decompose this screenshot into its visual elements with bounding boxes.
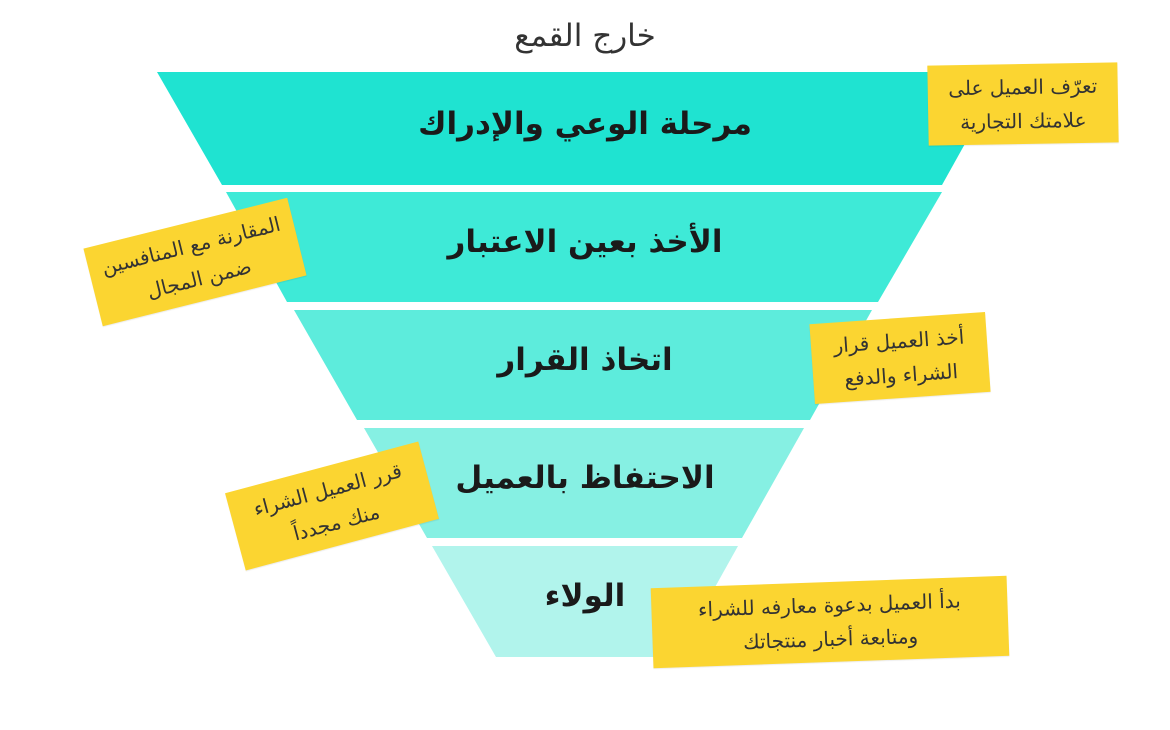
sticky-note-awareness-line1: تعرّف العميل على xyxy=(948,73,1098,101)
stage-2-label: الأخذ بعين الاعتبار xyxy=(447,224,723,260)
funnel-stage-2-shape xyxy=(226,192,942,302)
sticky-note-awareness: تعرّف العميل على علامتك التجارية xyxy=(927,62,1119,146)
funnel-stage-1-shape xyxy=(157,72,1005,185)
stage-1-label: مرحلة الوعي والإدراك xyxy=(418,106,752,142)
funnel-stage-3-shape xyxy=(294,310,872,420)
sticky-note-decision: أخذ العميل قرار الشراء والدفع xyxy=(809,311,991,405)
stage-4-label: الاحتفاظ بالعميل xyxy=(455,460,715,496)
sticky-note-awareness-line2: علامتك التجارية xyxy=(959,107,1087,135)
stage-3-label: اتخاذ القرار xyxy=(497,342,673,378)
funnel-top-label: خارج القمع xyxy=(514,18,656,54)
funnel-stage-4-shape xyxy=(364,428,804,538)
sticky-note-loyalty: بدأ العميل بدعوة معارفه للشراء ومتابعة أ… xyxy=(650,575,1010,669)
stage-5-label: الولاء xyxy=(544,578,626,614)
